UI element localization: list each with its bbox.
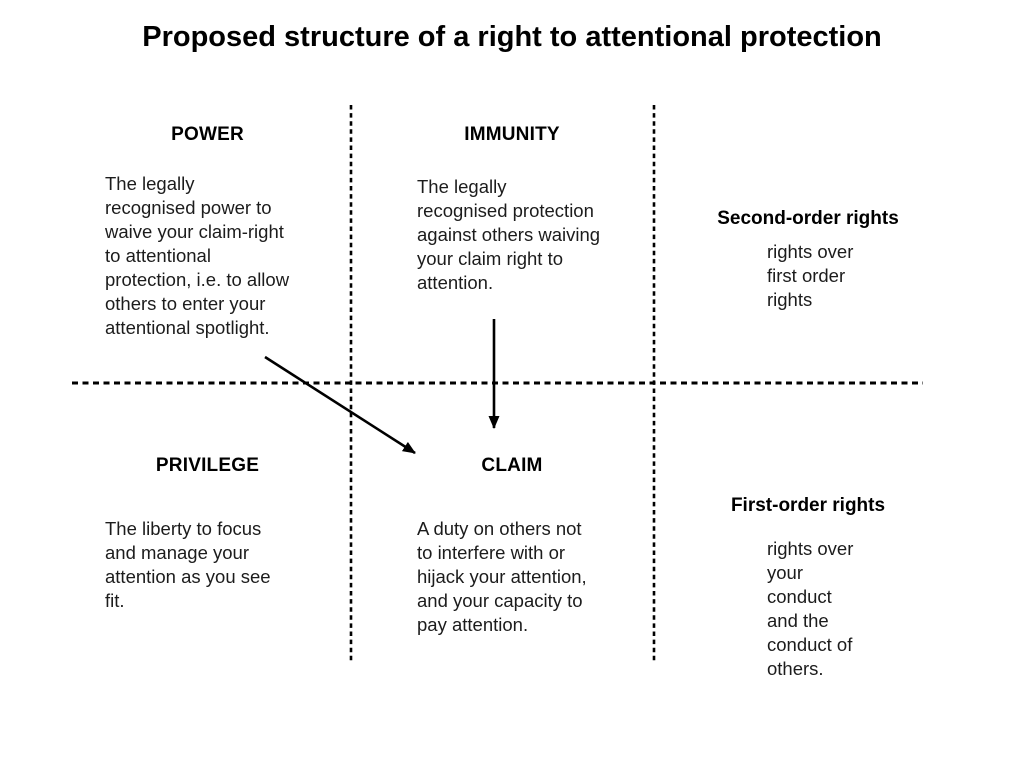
claim-heading: CLAIM (481, 455, 543, 476)
power-description: The legally recognised power to waive yo… (105, 173, 290, 338)
second-order-rights-heading: Second-order rights (717, 208, 899, 229)
first-order-rights-description: rights over your conduct and the conduct… (767, 538, 854, 679)
diagram-title: Proposed structure of a right to attenti… (142, 21, 882, 53)
second-order-rights-description: rights over first order rights (767, 241, 854, 310)
immunity-description: The legally recognised protection agains… (417, 176, 601, 293)
arrow-power-to-claim (264, 355, 416, 455)
claim-description: A duty on others not to interfere with o… (417, 518, 587, 635)
privilege-heading: PRIVILEGE (155, 455, 260, 476)
first-order-rights-heading: First-order rights (730, 495, 886, 516)
power-heading: POWER (171, 124, 244, 145)
privilege-description: The liberty to focus and manage your att… (105, 518, 271, 611)
immunity-heading: IMMUNITY (464, 124, 560, 145)
